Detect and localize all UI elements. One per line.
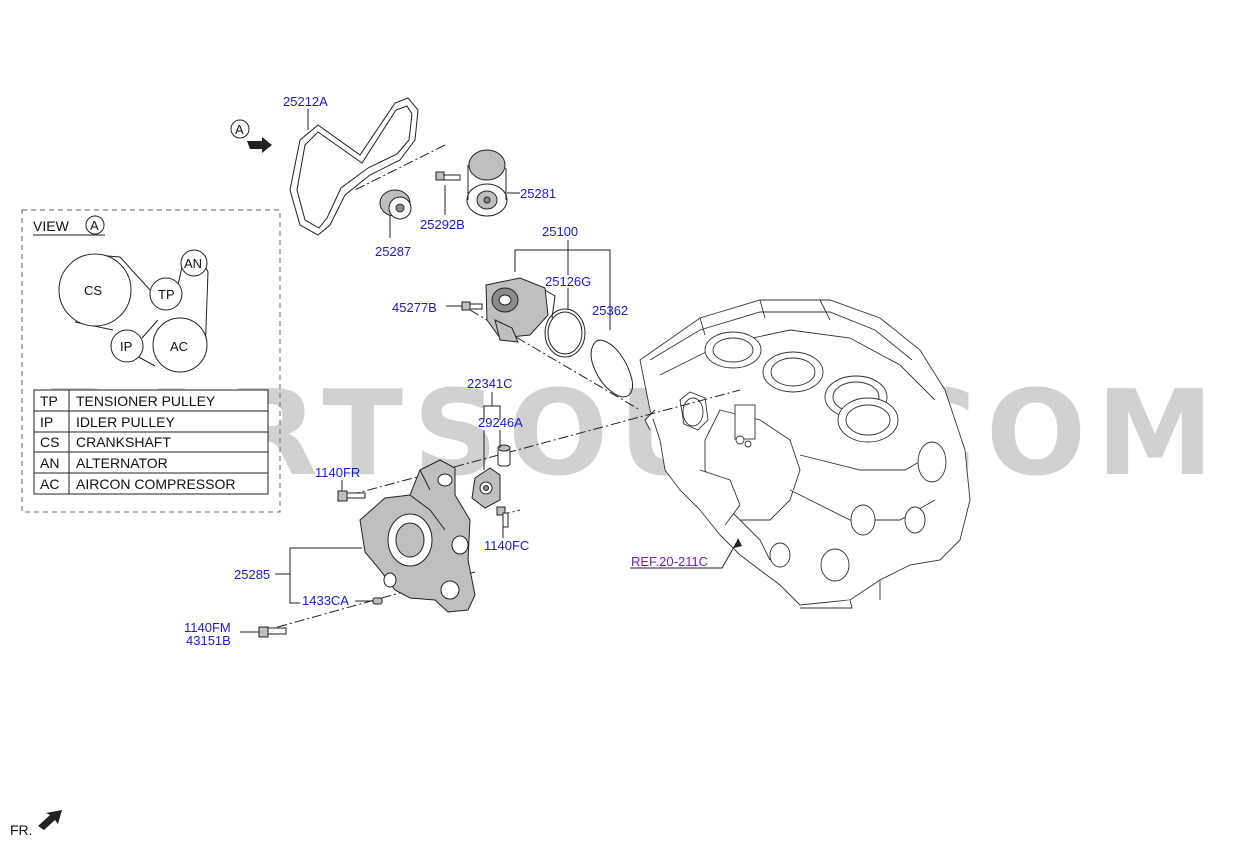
legend-name: CRANKSHAFT bbox=[76, 434, 171, 450]
view-a-panel: VIEW A CS TP AN IP AC bbox=[21, 209, 281, 513]
ref-arrow-icon bbox=[734, 538, 742, 548]
tensioner-bolt-drawing bbox=[435, 171, 461, 213]
callout-1140fr[interactable]: 1140FR bbox=[315, 465, 360, 480]
svg-text:TP: TP bbox=[158, 287, 175, 302]
callout-25281[interactable]: 25281 bbox=[520, 186, 556, 201]
callout-25100[interactable]: 25100 bbox=[542, 224, 578, 239]
callout-25287[interactable]: 25287 bbox=[375, 244, 411, 259]
oring-drawing bbox=[590, 339, 634, 398]
view-marker-circle bbox=[85, 215, 105, 235]
view-marker-label: A bbox=[90, 218, 99, 233]
pulley-tp bbox=[149, 277, 183, 311]
front-arrow-icon bbox=[38, 810, 62, 830]
front-label: FR. bbox=[10, 822, 33, 838]
callout-22341c[interactable]: 22341C bbox=[467, 376, 513, 391]
callout-25212a[interactable]: 25212A bbox=[283, 94, 328, 109]
drive-belt-drawing bbox=[289, 97, 419, 236]
legend-name: AIRCON COMPRESSOR bbox=[76, 476, 235, 492]
fitting-drawing bbox=[471, 444, 511, 509]
callout-25285[interactable]: 25285 bbox=[234, 567, 270, 582]
pulley-ip bbox=[110, 329, 144, 363]
fm-bolt-drawing bbox=[258, 626, 287, 638]
legend-code: AC bbox=[40, 476, 59, 492]
water-pump-gasket-drawing bbox=[544, 308, 586, 358]
pulley-ac bbox=[152, 317, 208, 373]
callout-1433ca[interactable]: 1433CA bbox=[302, 593, 349, 608]
svg-text:IP: IP bbox=[120, 339, 132, 354]
legend-code: IP bbox=[40, 414, 53, 430]
pump-bolt-drawing bbox=[461, 301, 483, 311]
callout-25126g[interactable]: 25126G bbox=[545, 274, 591, 289]
svg-text:AC: AC bbox=[170, 339, 188, 354]
svg-text:CS: CS bbox=[84, 283, 102, 298]
bracket-drawing bbox=[359, 459, 476, 613]
pulley-an bbox=[180, 249, 208, 277]
legend-code: CS bbox=[40, 434, 59, 450]
callout-25292b[interactable]: 25292B bbox=[420, 217, 465, 232]
leader-lines bbox=[240, 109, 739, 633]
water-pump-drawing bbox=[485, 277, 556, 343]
legend-code: AN bbox=[40, 455, 59, 471]
legend-name: IDLER PULLEY bbox=[76, 414, 175, 430]
front-indicator: FR. bbox=[10, 810, 62, 838]
view-direction-arrow-icon bbox=[247, 137, 272, 153]
callout-45277b[interactable]: 45277B bbox=[392, 300, 437, 315]
callout-43151b[interactable]: 43151B bbox=[186, 633, 231, 648]
pin-drawing bbox=[372, 597, 383, 605]
view-title: VIEW bbox=[33, 218, 70, 234]
legend-code: TP bbox=[40, 393, 58, 409]
pulley-cs bbox=[58, 253, 132, 327]
callout-29246a[interactable]: 29246A bbox=[478, 415, 523, 430]
callout-25362[interactable]: 25362 bbox=[592, 303, 628, 318]
view-marker[interactable]: A bbox=[230, 119, 250, 139]
callout-ref[interactable]: REF.20-211C bbox=[631, 554, 708, 569]
legend-table: TP TENSIONER PULLEY IP IDLER PULLEY CS C… bbox=[33, 389, 269, 495]
engine-block-drawing bbox=[639, 299, 971, 609]
tensioner-pulley-drawing bbox=[466, 149, 515, 217]
legend-name: ALTERNATOR bbox=[76, 455, 168, 471]
fc-bolt-drawing bbox=[496, 506, 509, 528]
legend-name: TENSIONER PULLEY bbox=[76, 393, 216, 409]
svg-text:AN: AN bbox=[184, 256, 202, 271]
idler-pulley-drawing bbox=[379, 189, 412, 238]
callout-1140fm[interactable]: 1140FM bbox=[184, 620, 231, 635]
svg-text:A: A bbox=[235, 122, 244, 137]
callout-1140fc[interactable]: 1140FC bbox=[484, 538, 529, 553]
